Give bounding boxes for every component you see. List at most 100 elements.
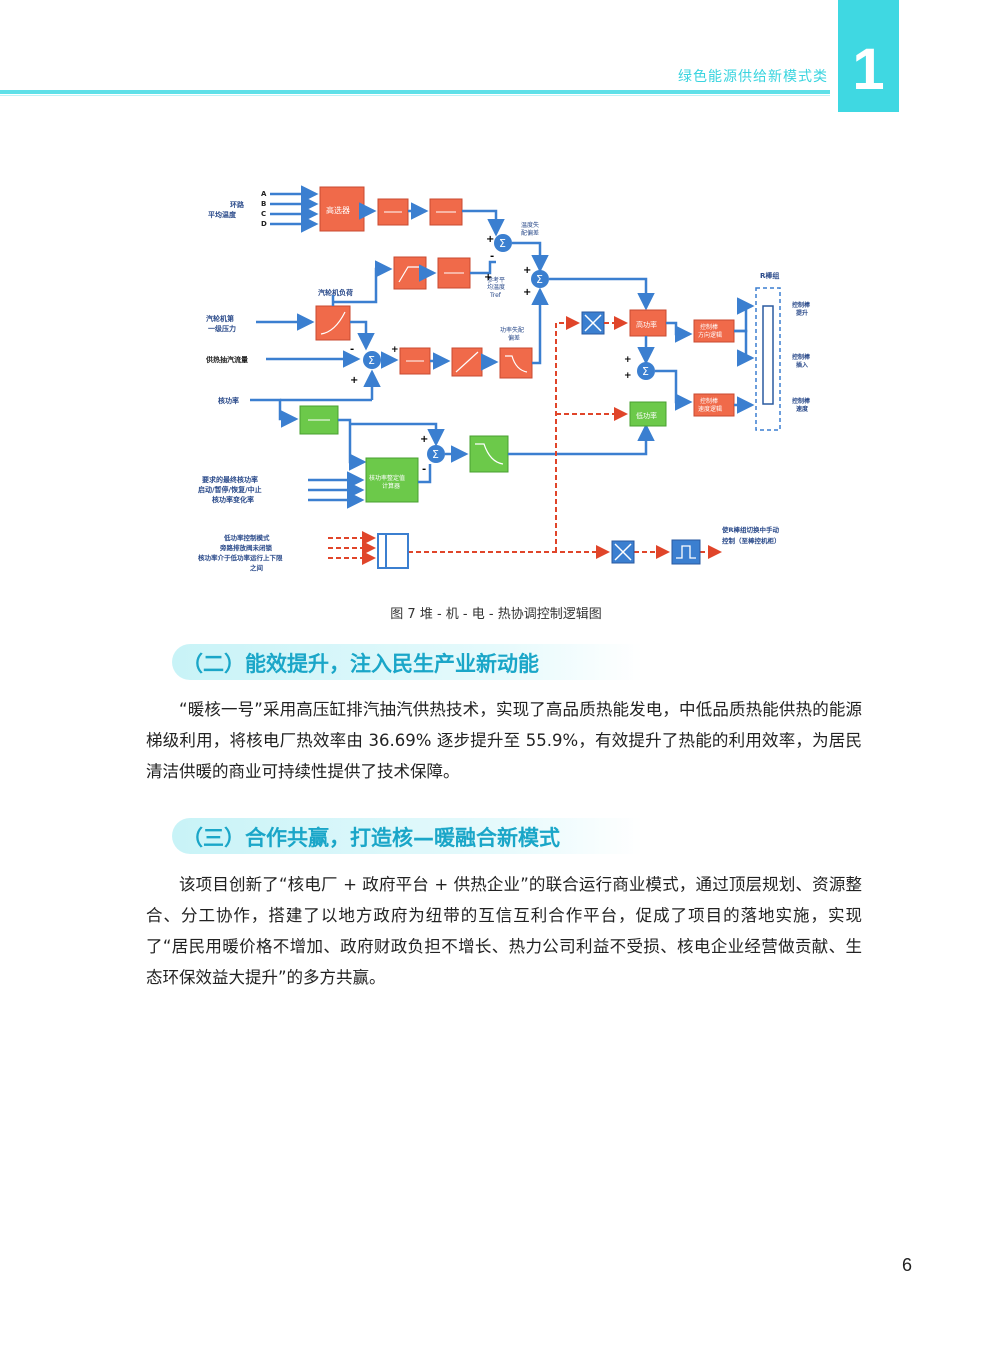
power-mismatch-label: 功率失配 偏差	[500, 326, 524, 342]
turbine-pressure-label: 汽轮机第 一级压力	[206, 314, 236, 333]
temp-deviation-label: 温度失 配偏差	[521, 221, 539, 237]
sum-node-1	[494, 234, 512, 252]
svg-text:使R棒组切换中手动: 使R棒组切换中手动	[721, 525, 780, 534]
svg-text:+: +	[350, 375, 358, 386]
section-heading-3: （三）合作共赢，打造核—暖融合新模式	[172, 818, 642, 854]
decay-block	[499, 347, 533, 379]
svg-text:+: +	[486, 234, 494, 245]
svg-text:核功率整定值: 核功率整定值	[369, 474, 405, 482]
pulse-block	[671, 539, 701, 565]
manual-switch-label: 使R棒组切换中手动 控制（至棒控机柜）	[721, 525, 781, 545]
power-setpoint-label: 核功率整定值 计算器	[369, 474, 405, 490]
svg-text:控制棒: 控制棒	[700, 323, 718, 331]
rod-speed-label: 控制棒 速度	[792, 397, 811, 413]
and-gate-block	[377, 533, 409, 569]
header-title: 绿色能源供给新模式类	[678, 69, 828, 85]
svg-text:+: +	[420, 434, 428, 445]
high-power-block	[629, 309, 667, 337]
svg-text:速度: 速度	[796, 405, 809, 413]
section-3-paragraph: 该项目创新了“核电厂 + 政府平台 + 供热企业”的联合运行商业模式，通过顶层规…	[146, 875, 862, 987]
section-heading-3-text: （三）合作共赢，打造核—暖融合新模式	[182, 826, 560, 850]
svg-text:低功率控制模式: 低功率控制模式	[223, 533, 270, 542]
svg-text:之间: 之间	[250, 563, 264, 572]
svg-text:核功率介于低功率运行上下限: 核功率介于低功率运行上下限	[198, 553, 283, 562]
low-power-block	[629, 401, 667, 427]
svg-text:控制棒: 控制棒	[792, 353, 811, 361]
section-heading-2-text: （二）能效提升，注入民生产业新动能	[182, 652, 539, 676]
svg-text:C: C	[261, 210, 266, 218]
svg-text:方向逻辑: 方向逻辑	[698, 331, 722, 339]
rod-speed-logic-label: 控制棒 速度逻辑	[698, 397, 722, 413]
svg-text:A: A	[261, 190, 267, 198]
low-power-label: 低功率	[636, 411, 657, 420]
sum-node-4	[427, 445, 445, 463]
svg-text:控制棒: 控制棒	[792, 301, 811, 309]
svg-text:-: -	[490, 251, 494, 262]
svg-text:Σ: Σ	[368, 354, 375, 367]
rod-up-label: 控制棒 提升	[792, 301, 811, 317]
power-setpoint-calculator	[365, 457, 419, 503]
turbine-load-label: 汽轮机负荷	[318, 288, 353, 297]
function-block-load	[393, 256, 427, 290]
svg-text:功率失配: 功率失配	[500, 326, 524, 334]
header-rule	[0, 90, 830, 94]
high-select-label: 高选器	[326, 205, 350, 215]
svg-text:控制棒: 控制棒	[700, 397, 718, 405]
svg-text:参考平: 参考平	[487, 276, 505, 284]
loop-avg-temp-label: 环路 平均温度	[208, 200, 245, 219]
reactor-power-label: 核功率	[218, 396, 239, 405]
svg-text:+: +	[624, 371, 632, 381]
required-power-label: 要求的最终核功率 启动/暂停/恢复/中止 核功率变化率	[198, 475, 262, 504]
svg-text:计算器: 计算器	[382, 482, 400, 490]
svg-text:+: +	[523, 265, 531, 276]
svg-text:控制（至棒控机柜）: 控制（至棒控机柜）	[722, 536, 781, 545]
svg-text:提升: 提升	[796, 309, 808, 317]
svg-text:Σ: Σ	[499, 237, 506, 250]
svg-text:汽轮机第: 汽轮机第	[206, 314, 234, 323]
ref-avg-temp-label: 参考平 均温度 Tref	[487, 276, 505, 299]
svg-text:温度失: 温度失	[521, 221, 539, 229]
header-rule-thin	[0, 95, 830, 96]
svg-text:-: -	[422, 464, 426, 475]
section-heading-2: （二）能效提升，注入民生产业新动能	[172, 644, 642, 680]
svg-text:核功率变化率: 核功率变化率	[212, 495, 254, 504]
svg-text:控制棒: 控制棒	[792, 397, 811, 405]
low-power-mode-label: 低功率控制模式 旁路排放阀未闭锁 核功率介于低功率运行上下限 之间	[198, 533, 283, 572]
control-rod	[762, 305, 774, 405]
svg-text:-: -	[350, 344, 354, 355]
svg-text:均温度: 均温度	[487, 283, 505, 291]
svg-text:要求的最终核功率: 要求的最终核功率	[202, 475, 258, 484]
svg-text:偏差: 偏差	[508, 334, 520, 342]
svg-text:D: D	[261, 220, 267, 228]
svg-text:平均温度: 平均温度	[208, 210, 237, 219]
function-block-pressure	[315, 305, 351, 341]
svg-text:环路: 环路	[230, 200, 245, 209]
svg-text:+: +	[484, 272, 492, 283]
svg-text:一级压力: 一级压力	[208, 324, 236, 333]
svg-text:Σ: Σ	[536, 273, 543, 286]
page-number: 6	[902, 1255, 913, 1275]
rod-group-label: R棒组	[760, 271, 779, 280]
svg-text:+: +	[391, 345, 399, 355]
sum-node-5	[637, 362, 655, 380]
heating-steam-flow-label: 供热抽汽流量	[205, 355, 248, 364]
svg-text:插入: 插入	[796, 361, 808, 369]
svg-text:+: +	[523, 287, 531, 298]
chapter-number-badge: 1	[838, 0, 899, 112]
sum-node-2	[531, 270, 549, 288]
svg-text:B: B	[261, 200, 266, 208]
rod-group-frame	[755, 287, 781, 431]
svg-text:配偏差: 配偏差	[521, 229, 539, 237]
svg-text:速度逻辑: 速度逻辑	[698, 405, 722, 413]
svg-text:Tref: Tref	[489, 292, 502, 299]
svg-text:启动/暂停/恢复/中止: 启动/暂停/恢复/中止	[198, 485, 262, 494]
svg-text:旁路排放阀未闭锁: 旁路排放阀未闭锁	[219, 543, 273, 552]
abcd-input-labels: A B C D	[261, 190, 267, 228]
svg-text:Σ: Σ	[642, 365, 649, 378]
high-select-block	[319, 186, 365, 232]
section-2-paragraph: “暖核一号”采用高压缸排汽抽汽供热技术，实现了高品质热能发电，中低品质热能供热的…	[146, 700, 862, 781]
svg-text:+: +	[624, 355, 632, 365]
svg-text:Σ: Σ	[432, 448, 439, 461]
control-logic-diagram: A B C D 环路 平均温度 高选器 Σ + - 温度失 配偏差 汽轮机负荷 …	[198, 185, 811, 572]
rod-direction-label: 控制棒 方向逻辑	[698, 323, 722, 339]
